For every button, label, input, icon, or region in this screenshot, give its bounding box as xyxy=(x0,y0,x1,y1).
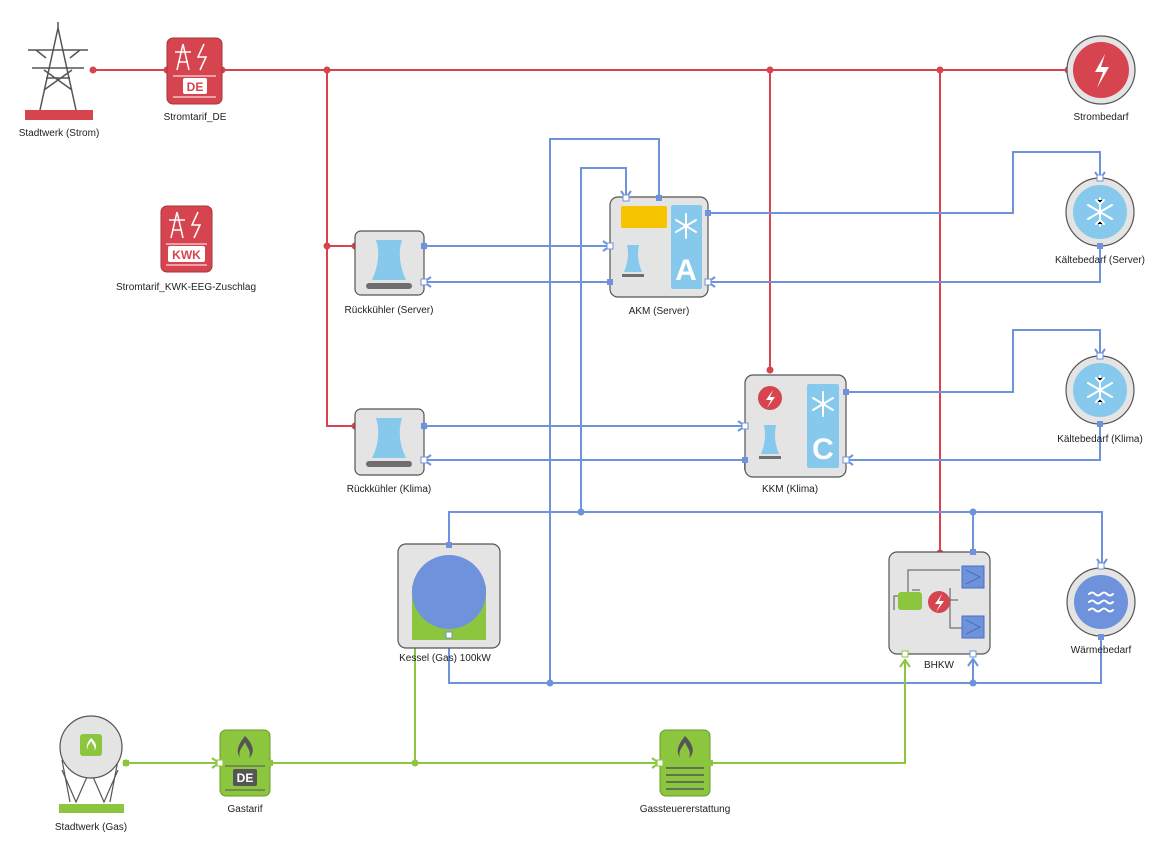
node-label: AKM (Server) xyxy=(629,306,690,317)
ground-bar xyxy=(25,110,93,120)
node-label: Rückkühler (Server) xyxy=(345,305,434,316)
snowflake-icon xyxy=(812,391,834,417)
storage-tank-icon xyxy=(412,555,486,629)
snowflake-icon xyxy=(1087,197,1113,227)
kessel-node[interactable]: Kessel (Gas) 100kW xyxy=(397,542,501,664)
waermebedarf-node[interactable]: Wärmebedarf xyxy=(1066,562,1136,656)
akm-server-node[interactable]: A AKM (Server) xyxy=(606,194,712,317)
cooling-tower-icon xyxy=(372,240,406,280)
electric-lines xyxy=(93,69,1069,553)
cooling-tower-icon xyxy=(761,425,779,454)
snowflake-icon xyxy=(1087,375,1113,405)
heat-exchanger-bottom xyxy=(961,615,985,639)
tariff-badge: KWK xyxy=(172,248,201,262)
stadtwerk-strom-node[interactable]: Stadtwerk (Strom) xyxy=(19,22,100,139)
stadtwerk-gas-node[interactable]: Stadtwerk (Gas) xyxy=(55,715,129,833)
bhkw-node[interactable]: BHKW xyxy=(888,549,991,671)
kaeltebedarf-klima-node[interactable]: Kältebedarf (Klima) xyxy=(1057,352,1143,445)
thermal-lines xyxy=(424,138,1103,684)
rueckkuehler-server-node[interactable]: Rückkühler (Server) xyxy=(345,230,434,316)
node-label: Strombedarf xyxy=(1073,112,1128,123)
stromtarif-de-node[interactable]: DE Stromtarif_DE xyxy=(164,37,227,123)
node-label: Stadtwerk (Strom) xyxy=(19,128,100,139)
gas-lines xyxy=(126,635,906,764)
gastarif-node[interactable]: DE Gastarif xyxy=(216,729,273,815)
node-label: BHKW xyxy=(924,660,955,671)
gas-tank-icon xyxy=(59,715,123,804)
tariff-badge: DE xyxy=(237,771,254,785)
node-label: Kessel (Gas) 100kW xyxy=(399,653,491,664)
node-label: Stromtarif_KWK-EEG-Zuschlag xyxy=(116,282,256,293)
heat-waves-icon xyxy=(1088,591,1114,613)
lightning-icon xyxy=(766,390,775,408)
node-label: Gassteuererstattung xyxy=(640,804,731,815)
lightning-icon xyxy=(1095,54,1109,88)
gas-tax-icon xyxy=(666,767,704,790)
kaeltebedarf-server-node[interactable]: Kältebedarf (Server) xyxy=(1055,174,1145,266)
flame-icon xyxy=(677,736,693,758)
flame-icon xyxy=(237,736,253,758)
node-label: Stadtwerk (Gas) xyxy=(55,822,127,833)
heat-input-block xyxy=(621,206,667,228)
cooling-tower-icon xyxy=(372,418,406,458)
electric-tariff-icon xyxy=(169,211,202,239)
flame-icon xyxy=(86,738,96,751)
heat-exchanger-top xyxy=(961,565,985,589)
stromtarif-kwk-node[interactable]: KWK Stromtarif_KWK-EEG-Zuschlag xyxy=(116,205,256,293)
node-label: Wärmebedarf xyxy=(1071,645,1132,656)
node-label: KKM (Klima) xyxy=(762,484,818,495)
rueckkuehler-klima-node[interactable]: Rückkühler (Klima) xyxy=(347,408,431,495)
node-label: Gastarif xyxy=(227,804,262,815)
chiller-type-badge: A xyxy=(675,254,697,287)
power-pylon-icon xyxy=(28,22,88,111)
ground-bar xyxy=(59,804,124,813)
node-label: Kältebedarf (Klima) xyxy=(1057,434,1143,445)
tariff-badge: DE xyxy=(187,80,204,94)
engine-icon xyxy=(898,592,922,610)
node-label: Stromtarif_DE xyxy=(164,112,227,123)
lightning-icon xyxy=(935,594,944,612)
snowflake-icon xyxy=(675,213,697,239)
gas-arrows xyxy=(211,633,911,769)
strombedarf-node[interactable]: Strombedarf xyxy=(1066,35,1136,123)
node-label: Rückkühler (Klima) xyxy=(347,484,431,495)
chiller-type-badge: C xyxy=(812,433,834,466)
node-label: Kältebedarf (Server) xyxy=(1055,255,1145,266)
cooling-tower-icon xyxy=(624,245,642,272)
electric-tariff-icon xyxy=(175,43,208,71)
kkm-klima-node[interactable]: C KKM (Klima) xyxy=(741,374,850,495)
gassteuer-node[interactable]: Gassteuererstattung xyxy=(640,729,731,815)
